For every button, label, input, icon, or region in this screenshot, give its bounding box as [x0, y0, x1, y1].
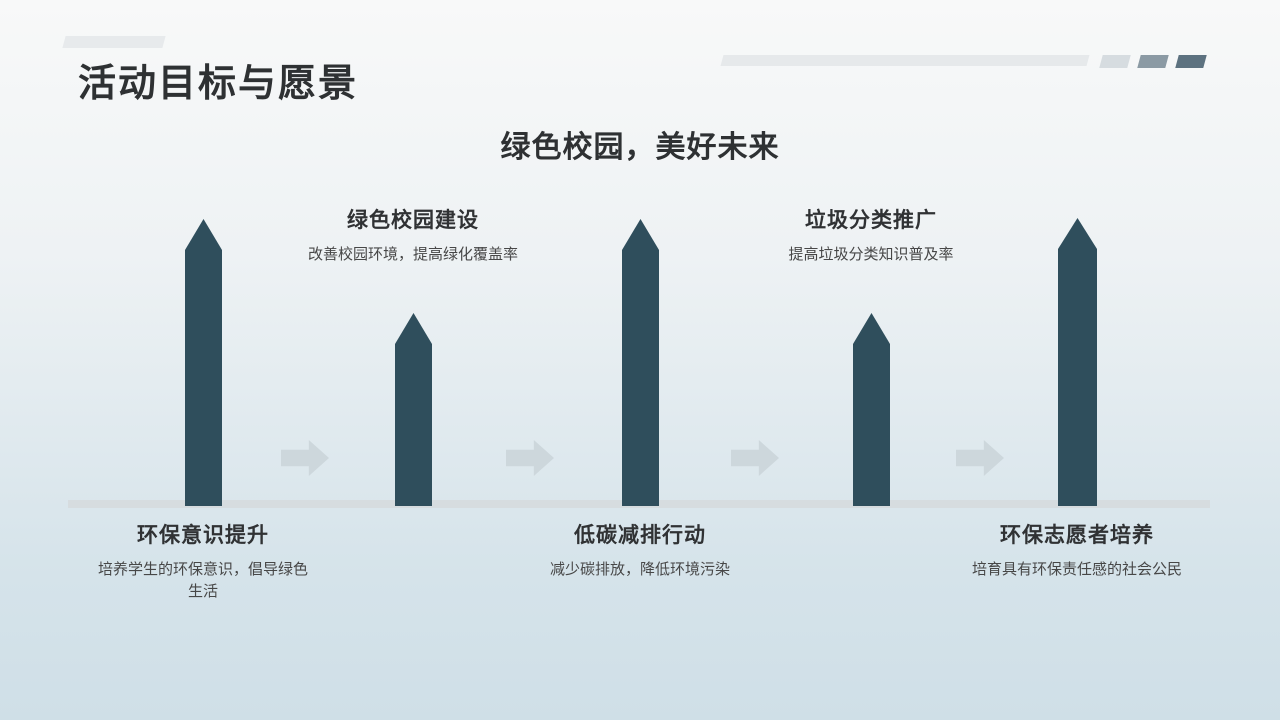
milestone-label: 垃圾分类推广 提高垃圾分类知识普及率 [731, 204, 1011, 266]
arrow-right-icon [956, 440, 1004, 476]
arrow-right-icon [731, 440, 779, 476]
milestone-title: 环保志愿者培养 [1000, 524, 1154, 547]
header-deco-bar [720, 55, 1090, 66]
milestone-description: 改善校园环境，提高绿化覆盖率 [307, 246, 518, 263]
milestone-label: 低碳减排行动 减少碳排放，降低环境污染 [500, 519, 780, 581]
milestone-description: 培育具有环保责任感的社会公民 [971, 561, 1182, 578]
header-deco-chip-light [1099, 55, 1131, 68]
milestone-title: 绿色校园建设 [347, 209, 479, 232]
milestone-description: 培养学生的环保意识，倡导绿色生活 [97, 561, 308, 600]
milestone-title: 环保意识提升 [137, 524, 269, 547]
milestone-title: 垃圾分类推广 [805, 209, 937, 232]
header-deco-chip-medium [1137, 55, 1169, 68]
page-title: 活动目标与愿景 [78, 63, 359, 105]
header-deco-chip-dark [1175, 55, 1207, 68]
milestone-description: 减少碳排放，降低环境污染 [549, 561, 730, 578]
milestone-pillar-icon [185, 219, 222, 506]
milestone-description: 提高垃圾分类知识普及率 [788, 246, 954, 263]
milestone-label: 环保志愿者培养 培育具有环保责任感的社会公民 [937, 519, 1217, 581]
milestone-label: 绿色校园建设 改善校园环境，提高绿化覆盖率 [273, 204, 553, 266]
title-accent-bar [62, 36, 166, 48]
milestone-pillar-icon [622, 219, 659, 506]
milestone-pillar-icon [853, 313, 890, 506]
milestone-pillar-icon [395, 313, 432, 506]
arrow-right-icon [281, 440, 329, 476]
slide-subtitle: 绿色校园，美好未来 [500, 131, 780, 164]
milestone-pillar-icon [1058, 218, 1097, 506]
arrow-right-icon [506, 440, 554, 476]
milestone-label: 环保意识提升 培养学生的环保意识，倡导绿色生活 [63, 519, 343, 603]
milestone-title: 低碳减排行动 [574, 524, 706, 547]
